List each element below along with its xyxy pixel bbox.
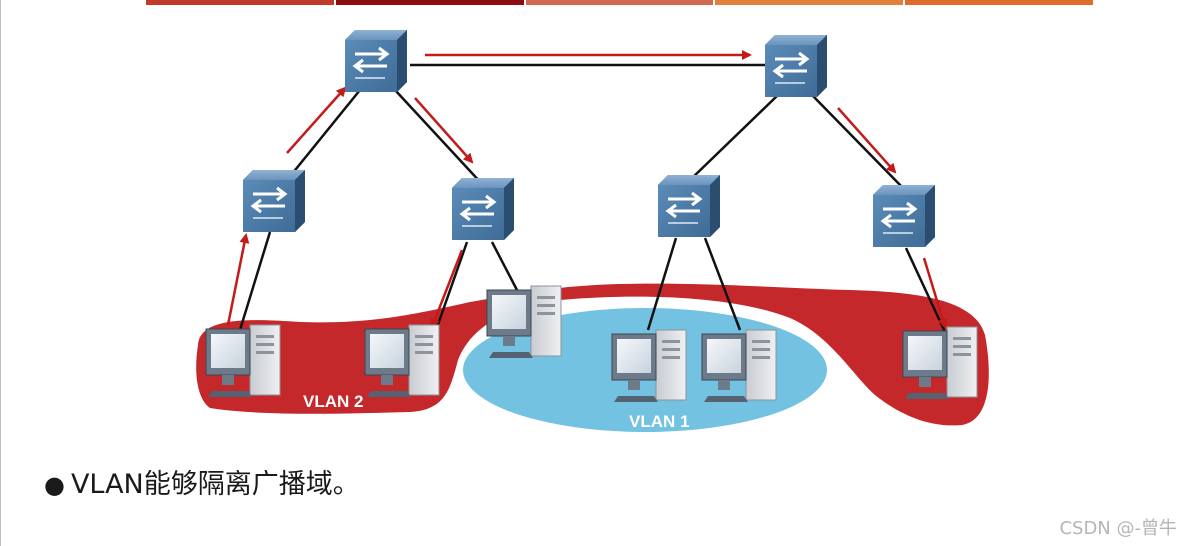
bullet-icon: ● bbox=[44, 471, 65, 499]
access-switch-4-icon bbox=[871, 183, 937, 249]
vlan2-region bbox=[196, 283, 989, 426]
caption-text: VLAN能够隔离广播域。 bbox=[70, 469, 360, 500]
header-color-segment bbox=[146, 0, 334, 5]
vlan1-label: VLAN 1 bbox=[629, 412, 690, 431]
header-color-segment bbox=[335, 0, 524, 5]
left-border-rule bbox=[0, 0, 1, 546]
watermark: CSDN @-曾牛 bbox=[1059, 518, 1177, 539]
header-color-segment bbox=[525, 0, 714, 5]
core-switch-left-icon bbox=[343, 28, 409, 94]
header-color-bar bbox=[146, 0, 1093, 5]
core-switch-right-icon bbox=[763, 33, 829, 99]
caption: ●VLAN能够隔离广播域。 bbox=[44, 468, 360, 502]
access-switch-1-icon bbox=[241, 168, 307, 234]
network-links bbox=[238, 63, 947, 334]
access-switch-3-icon bbox=[656, 173, 722, 239]
vlan2-label: VLAN 2 bbox=[303, 392, 364, 411]
broadcast-traffic-arrows bbox=[226, 50, 948, 329]
header-color-segment bbox=[905, 0, 1093, 5]
access-switch-2-icon bbox=[450, 176, 516, 242]
header-color-segment bbox=[715, 0, 904, 5]
